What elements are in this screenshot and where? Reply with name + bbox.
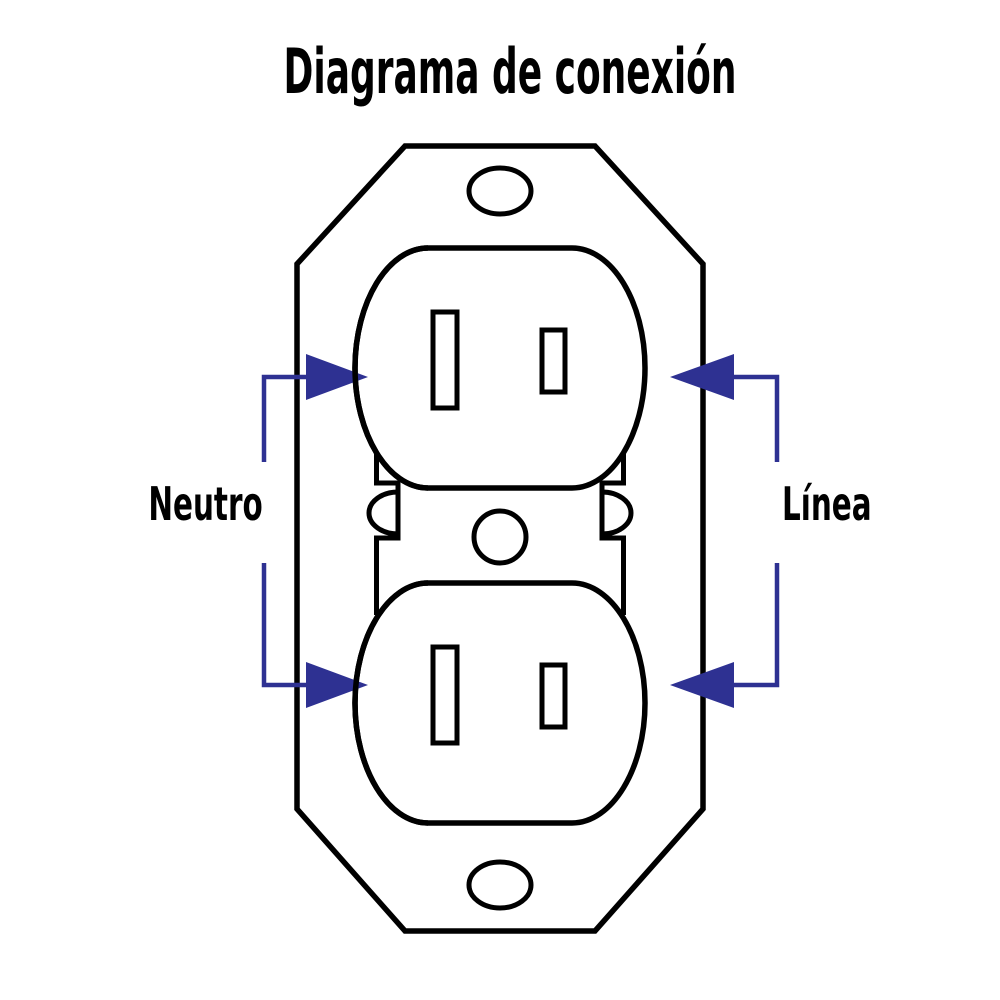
linea-leader-bottom — [732, 563, 780, 688]
face-arc-overlay-bottom — [352, 580, 429, 826]
overlay-stroke-group — [352, 245, 429, 826]
slot-neutral-top — [430, 309, 460, 411]
receptacle-outline-group — [294, 143, 706, 934]
slot-line-top — [539, 327, 568, 395]
neutro-leader-top — [261, 374, 308, 462]
label-linea: Línea — [782, 477, 872, 531]
neutro-arrowhead-top-icon — [306, 354, 368, 400]
neutro-leader-bottom — [261, 563, 308, 688]
mounting-hole-bottom — [466, 859, 534, 911]
linea-arrowhead-top-icon — [670, 354, 734, 400]
slot-line-bottom — [539, 662, 568, 730]
diagram-title: Diagrama de conexión — [283, 35, 737, 108]
linea-leader-top — [732, 374, 780, 462]
linea-arrowhead-bottom-icon — [670, 662, 734, 708]
outlet-face-bottom — [352, 580, 648, 826]
terminal-screw-left — [366, 489, 399, 537]
neutro-arrowhead-bottom-icon — [306, 662, 368, 708]
outlet-face-top — [352, 245, 648, 491]
center-screw — [471, 508, 529, 566]
face-arc-overlay-top — [352, 245, 429, 491]
spine-edge-right — [599, 452, 626, 615]
label-neutro: Neutro — [148, 477, 263, 531]
terminal-screw-right — [601, 489, 634, 537]
annotation-group — [261, 354, 780, 708]
mounting-hole-top — [466, 165, 534, 217]
spine-edge-left — [374, 452, 401, 615]
slot-neutral-bottom — [430, 644, 460, 746]
